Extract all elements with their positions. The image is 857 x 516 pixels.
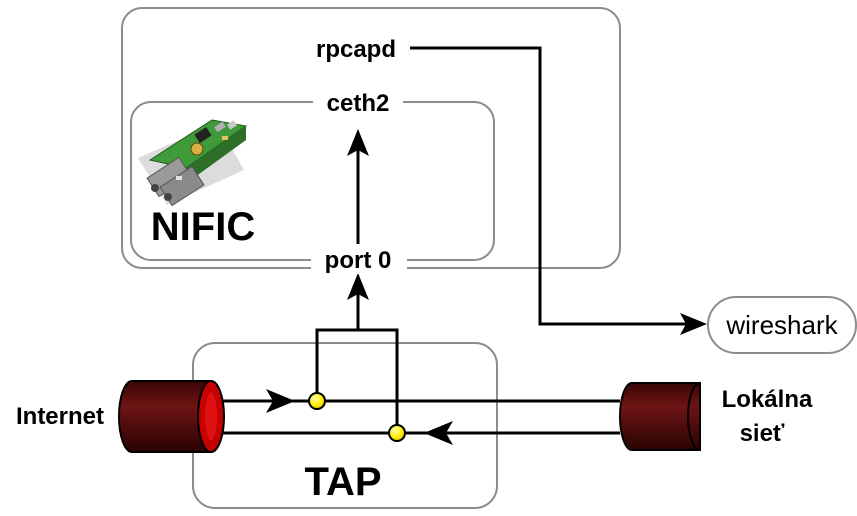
outbound-arrowhead	[424, 421, 453, 445]
rpcapd-to-wireshark-line	[409, 46, 690, 326]
rpcapd-label: rpcapd	[316, 36, 396, 63]
local-network-label-line1: Lokálna	[722, 386, 813, 413]
tap-point-inbound	[308, 392, 326, 410]
inbound-arrowhead	[266, 389, 295, 413]
wireshark-arrowhead	[680, 313, 707, 335]
nific-label: NIFIC	[151, 205, 255, 249]
local-network-cable-icon	[619, 382, 701, 451]
ceth2-arrowhead	[347, 129, 369, 156]
port0-label: port 0	[325, 247, 392, 274]
wireshark-label: wireshark	[725, 310, 838, 340]
local-network-label-line2: sieť	[740, 420, 785, 447]
port0-arrowhead	[347, 273, 369, 300]
tap-point-outbound	[388, 424, 406, 442]
ceth2-label: ceth2	[327, 90, 390, 117]
internet-label: Internet	[16, 403, 104, 430]
wireshark-box	[707, 296, 857, 354]
network-card-icon	[138, 119, 248, 207]
internet-cable-icon	[118, 380, 225, 453]
tap-label: TAP	[304, 460, 381, 504]
